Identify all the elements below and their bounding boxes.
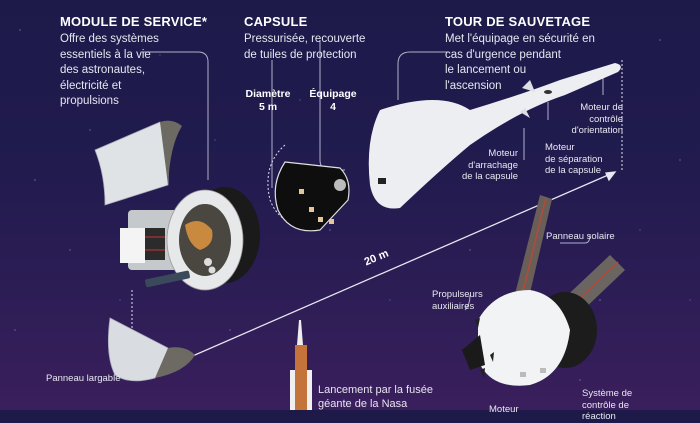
callout-line: de la capsule bbox=[462, 171, 518, 182]
orion-spacecraft-art bbox=[462, 195, 625, 386]
callout-line: Propulseurs bbox=[432, 289, 483, 300]
desc-line: cas d'urgence pendant bbox=[445, 48, 562, 61]
callout-auxiliary-thrusters: Propulseurs auxiliaires bbox=[432, 289, 483, 312]
escape-tower-description: Met l'équipage en sécurité en cas d'urge… bbox=[445, 32, 595, 94]
service-module-leader bbox=[142, 51, 209, 180]
capsule-description: Pressurisée, recouverte de tuiles de pro… bbox=[244, 32, 365, 63]
desc-line: Offre des systèmes bbox=[60, 33, 159, 45]
callout-line: d'arrachage bbox=[468, 159, 518, 171]
callout-line: de la capsule bbox=[545, 165, 601, 176]
launch-line: Lancement par la fusée bbox=[318, 384, 433, 396]
stat-label: Équipage bbox=[309, 88, 357, 100]
capsule-art bbox=[274, 161, 350, 232]
callout-reaction-control-system: Système de contrôle de réaction bbox=[582, 388, 632, 423]
callout-line: contrôle bbox=[589, 113, 623, 125]
desc-line: le lancement ou bbox=[445, 64, 527, 76]
escape-tower-title: TOUR DE SAUVETAGE bbox=[445, 14, 591, 29]
callout-abort-motor: Moteur d'arrachage de la capsule bbox=[450, 148, 518, 183]
capsule-title: CAPSULE bbox=[244, 14, 308, 29]
desc-line: essentiels à la vie bbox=[60, 48, 151, 61]
spacecraft-illustration bbox=[94, 40, 625, 410]
desc-line: Pressurisée, recouverte bbox=[244, 33, 366, 45]
callout-line: contrôle de bbox=[582, 399, 630, 411]
escape-tower-art bbox=[368, 63, 621, 209]
stat-value: 4 bbox=[330, 101, 336, 113]
callout-jettison-panel: Panneau largable bbox=[46, 373, 121, 384]
callout-line: d'orientation bbox=[571, 125, 623, 136]
callout-line: Moteur de bbox=[580, 102, 623, 113]
stat-value: 5 m bbox=[258, 101, 278, 113]
callout-jettison-motor: Moteur de séparation de la capsule bbox=[545, 142, 625, 177]
callout-line: Système de bbox=[582, 388, 633, 399]
callout-line: de séparation bbox=[545, 153, 603, 165]
launch-line: géante de la Nasa bbox=[318, 398, 408, 410]
desc-line: de tuiles de protection bbox=[244, 48, 357, 61]
callout-line: Moteur bbox=[545, 142, 575, 153]
desc-line: des astronautes, bbox=[60, 64, 146, 76]
sls-rocket-art bbox=[290, 320, 312, 410]
capsule-diameter-stat: Diamètre 5 m bbox=[243, 88, 293, 114]
desc-line: électricité et bbox=[60, 79, 122, 92]
desc-line: Met l'équipage en sécurité en bbox=[445, 33, 595, 45]
desc-line: l'ascension bbox=[445, 79, 502, 92]
callout-line: auxiliaires bbox=[432, 300, 475, 312]
callout-attitude-control-motor: Moteur de contrôle d'orientation bbox=[565, 102, 623, 137]
capsule-crew-stat: Équipage 4 bbox=[308, 88, 358, 114]
service-module-title: MODULE DE SERVICE* bbox=[60, 14, 208, 29]
stat-label: Diamètre bbox=[245, 88, 291, 100]
launch-note: Lancement par la fusée géante de la Nasa bbox=[318, 383, 433, 411]
callout-line: réaction bbox=[582, 411, 616, 422]
desc-line: propulsions bbox=[60, 95, 119, 107]
callout-line: Moteur bbox=[488, 148, 518, 159]
service-module-description: Offre des systèmes essentiels à la vie d… bbox=[60, 32, 159, 110]
service-module-art bbox=[120, 187, 260, 291]
callout-solar-panel: Panneau solaire bbox=[546, 231, 615, 242]
